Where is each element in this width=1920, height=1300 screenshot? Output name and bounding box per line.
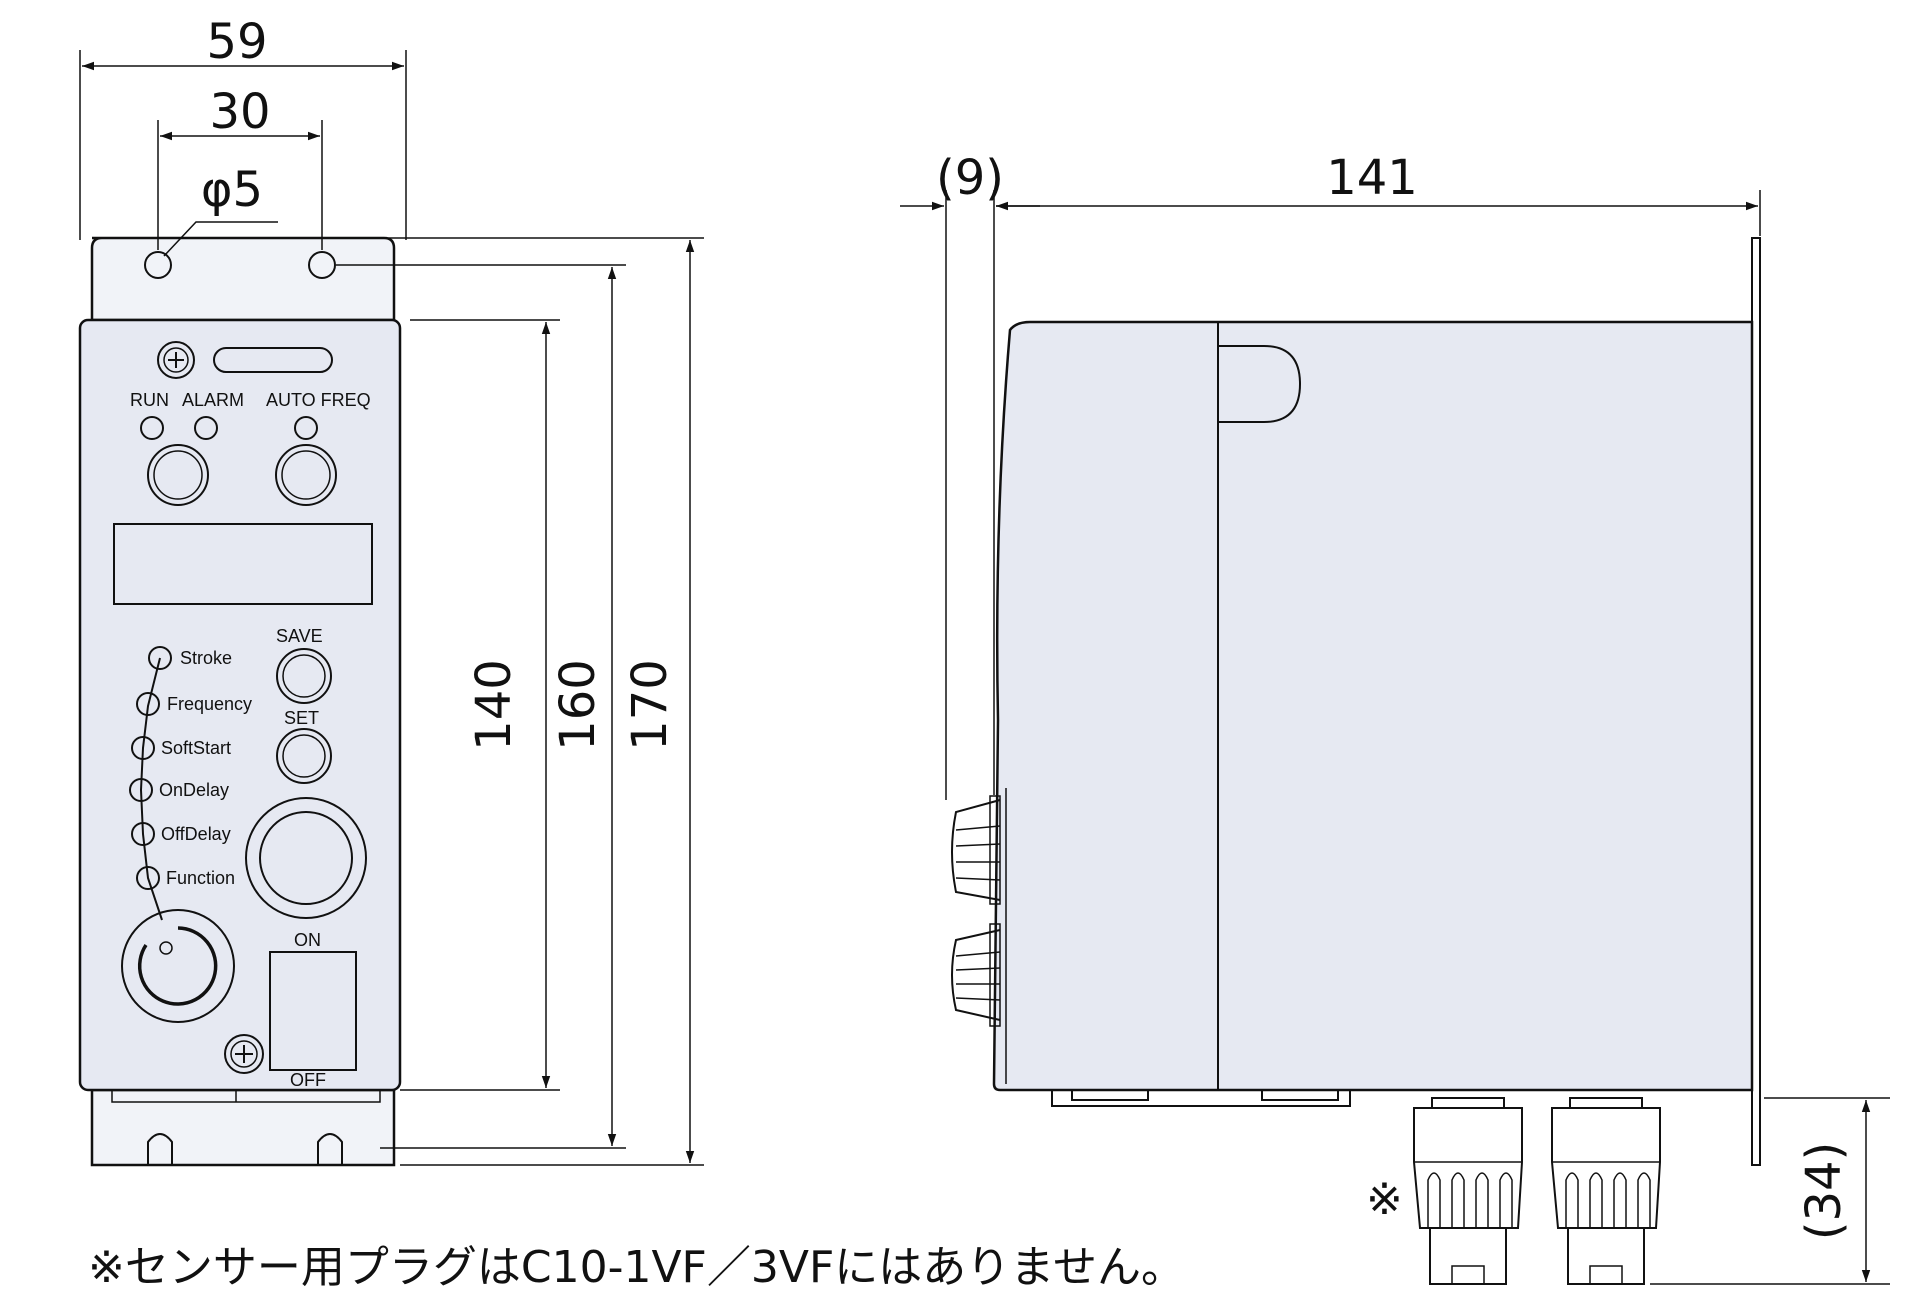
large-knob-icon: [245, 797, 367, 919]
mode-led-softstart-icon: [131, 736, 155, 760]
power-plug-icon: [1551, 1097, 1661, 1285]
label-save: SAVE: [276, 626, 323, 646]
dim-hole-diameter: φ5: [201, 162, 263, 218]
panel-bottom-lip: [111, 1090, 381, 1103]
label-run: RUN: [130, 390, 169, 410]
dim-plug-34: (34): [1796, 1142, 1852, 1241]
mode-label-function: Function: [166, 868, 235, 888]
label-on: ON: [294, 930, 321, 950]
dim-offset-9: (9): [936, 150, 1004, 206]
mounting-hole-right: [308, 251, 336, 279]
mounting-slot-left: [147, 1133, 173, 1165]
label-auto-freq: AUTO FREQ: [266, 390, 371, 410]
mode-led-function-icon: [136, 866, 160, 890]
mode-led-ondelay-icon: [129, 778, 153, 802]
bottom-screw-icon: [224, 1034, 264, 1074]
mode-led-frequency-icon: [136, 692, 160, 716]
side-body: [992, 320, 1754, 1092]
label-off: OFF: [290, 1070, 326, 1090]
front-panel: [78, 318, 402, 1092]
dim-width-59: 59: [206, 14, 267, 70]
front-view: RUN ALARM AUTO FREQ Stroke Frequency Sof…: [78, 236, 402, 1167]
mode-label-softstart: SoftStart: [161, 738, 231, 758]
mode-label-stroke: Stroke: [180, 648, 232, 668]
mode-led-offdelay-icon: [131, 822, 155, 846]
mounting-plate-top: [90, 236, 396, 322]
side-bottom-feet: [1051, 1090, 1351, 1107]
save-button-icon: [276, 648, 332, 704]
auto-freq-led-icon: [294, 416, 318, 440]
dim-height-160: 160: [550, 659, 606, 751]
status-window: [213, 347, 333, 373]
power-switch-icon: [269, 951, 357, 1071]
front-dimensions: 59 30 φ5 140 160 170: [79, 14, 704, 1166]
sensor-plug-mark: ※: [1366, 1174, 1403, 1225]
mode-label-frequency: Frequency: [167, 694, 252, 714]
display-window: [113, 523, 373, 605]
label-alarm: ALARM: [182, 390, 244, 410]
mode-indicator-line: [139, 657, 163, 921]
dim-hole-pitch-30: 30: [209, 84, 270, 140]
side-view: ※: [951, 237, 1761, 1285]
side-window-bump: [1218, 345, 1302, 423]
mode-label-ondelay: OnDelay: [159, 780, 229, 800]
side-knob-upper-icon: [951, 795, 1001, 905]
mode-label-offdelay: OffDelay: [161, 824, 231, 844]
side-knob-lower-icon: [951, 923, 1001, 1027]
run-led-icon: [140, 416, 164, 440]
mounting-slot-right: [317, 1133, 343, 1165]
rotary-dial-icon: [121, 909, 235, 1023]
dim-depth-141: 141: [1326, 150, 1418, 206]
run-button-icon: [147, 444, 209, 506]
alarm-led-icon: [194, 416, 218, 440]
label-set: SET: [284, 708, 319, 728]
sensor-plug-icon: [1413, 1097, 1523, 1285]
top-screw-icon: [157, 341, 195, 379]
footnote: ※センサー用プラグはC10-1VF／3VFにはありません。: [88, 1242, 1185, 1293]
side-dimensions: (9) 141 (34): [900, 150, 1890, 1285]
set-button-icon: [276, 728, 332, 784]
dim-height-140: 140: [466, 659, 522, 751]
mounting-hole-left: [144, 251, 172, 279]
auto-freq-button-icon: [275, 444, 337, 506]
mode-led-stroke-icon: [148, 646, 172, 670]
dim-height-170: 170: [622, 659, 678, 751]
